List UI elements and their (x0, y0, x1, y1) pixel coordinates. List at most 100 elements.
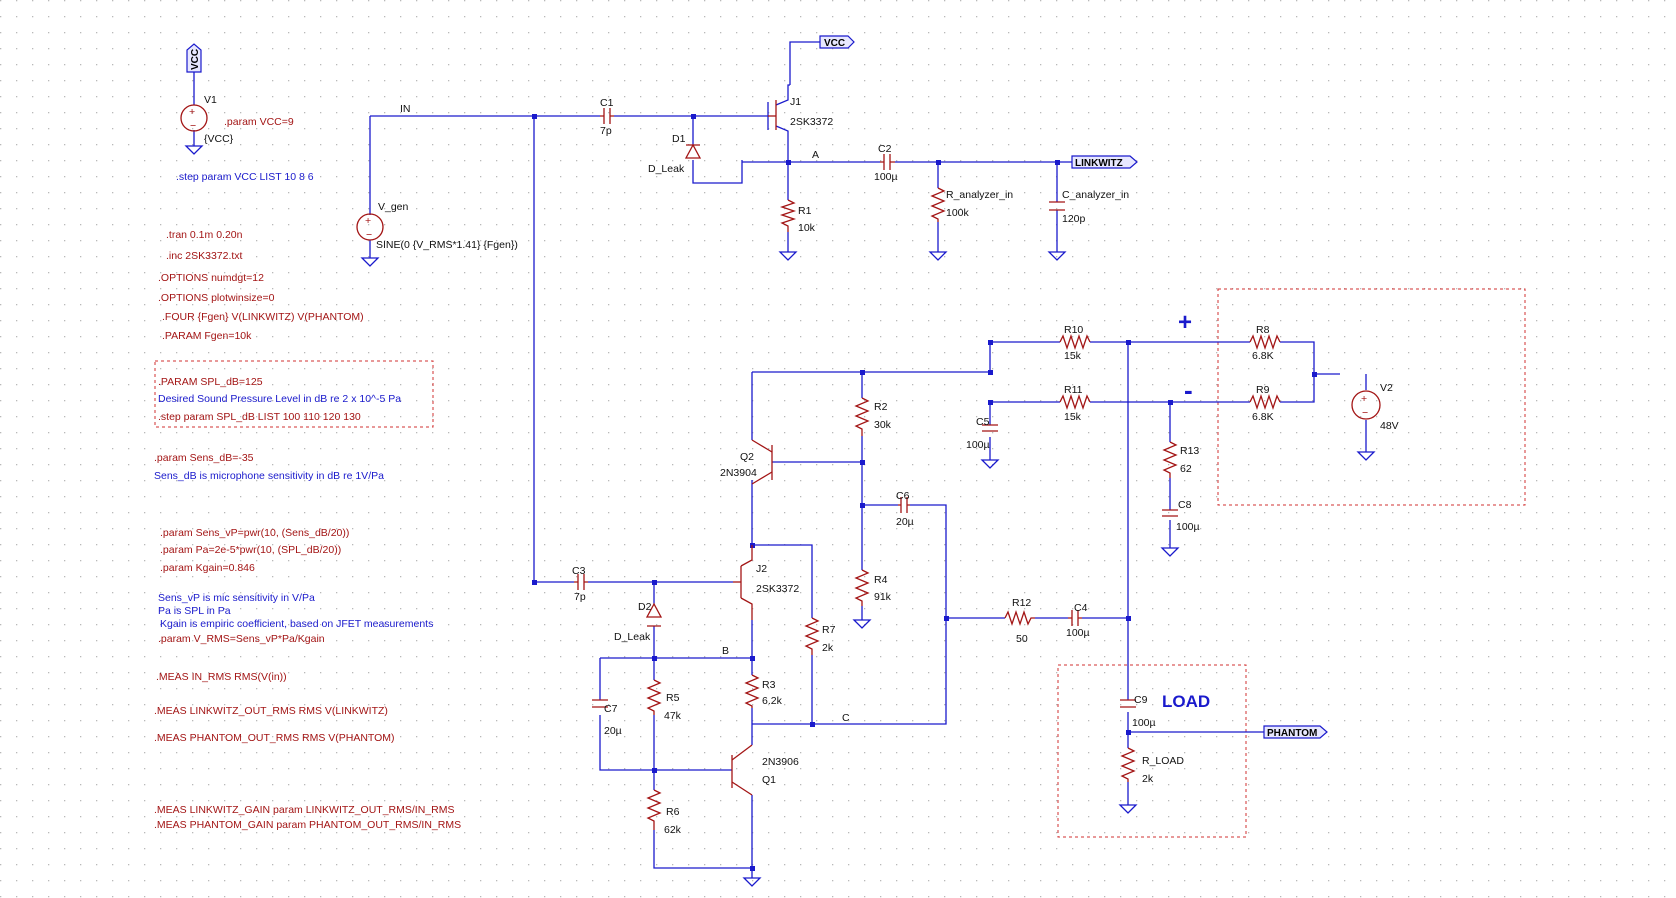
directive-opt-numdgt: .OPTIONS numdgt=12 (158, 272, 264, 284)
vcc-top-label: VCC (824, 38, 845, 49)
svg-text:−: − (1362, 407, 1368, 419)
directive-opt-plotwinsize: .OPTIONS plotwinsize=0 (158, 292, 275, 304)
q1-name: Q1 (762, 774, 776, 786)
directive-meas-phantom-out: .MEAS PHANTOM_OUT_RMS RMS V(PHANTOM) (154, 732, 395, 744)
c4-value: 100µ (1066, 627, 1090, 639)
spl-directive-box (154, 360, 434, 428)
r7-value: 2k (822, 642, 834, 654)
r4-value: 91k (874, 591, 892, 603)
directive-param-spl: .PARAM SPL_dB=125 (158, 376, 263, 388)
r6-value: 62k (664, 824, 682, 836)
capacitor-symbols (574, 108, 1178, 708)
linkwitz-flag: LINKWITZ (1071, 155, 1138, 169)
r13-value: 62 (1180, 463, 1192, 475)
c5-value: 100µ (966, 439, 990, 451)
q2-value: 2N3904 (720, 467, 757, 479)
r1-name: R1 (798, 205, 812, 217)
r2-value: 30k (874, 419, 892, 431)
directive-param-sens: .param Sens_dB=-35 (154, 452, 254, 464)
c9-name: C9 (1134, 694, 1148, 706)
vgen-value: SINE(0 {V_RMS*1.41} {Fgen}) (376, 239, 518, 251)
junction-dots (532, 114, 1317, 871)
r6-name: R6 (666, 806, 680, 818)
r5-name: R5 (666, 692, 680, 704)
svg-text:+: + (1361, 393, 1367, 405)
r1-value: 10k (798, 222, 816, 234)
r11-name: R11 (1064, 384, 1083, 396)
v2-source[interactable]: + − (1351, 390, 1381, 420)
svg-text:−: − (190, 120, 196, 132)
minus-annotation: - (1184, 375, 1193, 405)
directive-param-kgain: .param Kgain=0.846 (160, 562, 255, 574)
j1-name: J1 (790, 96, 801, 108)
svg-text:+: + (189, 106, 195, 118)
vgen-source[interactable]: + − (356, 213, 384, 241)
r9-name: R9 (1256, 384, 1270, 396)
c3-name: C3 (572, 565, 586, 577)
v1-source[interactable]: + − (180, 104, 208, 132)
r-load-name: R_LOAD (1142, 755, 1184, 767)
directive-four: .FOUR {Fgen} V(LINKWITZ) V(PHANTOM) (162, 311, 364, 323)
r12-name: R12 (1012, 597, 1031, 609)
c-analyzer-value: 120p (1062, 213, 1086, 225)
comment-kgain: Kgain is empiric coefficient, based on J… (160, 618, 433, 630)
c8-name: C8 (1178, 499, 1192, 511)
v1-value: {VCC} (204, 133, 234, 145)
r3-name: R3 (762, 679, 776, 691)
d2-value: D_Leak (614, 631, 651, 643)
net-b-label: B (722, 645, 729, 657)
directive-param-vrms: .param V_RMS=Sens_vP*Pa/Kgain (158, 633, 325, 645)
vcc-supply-label: VCC (190, 49, 201, 70)
d2-name: D2 (638, 601, 652, 613)
net-a-label: A (812, 149, 819, 161)
v1-name: V1 (204, 94, 217, 106)
c-analyzer-name: C_analyzer_in (1062, 189, 1129, 201)
comment-sens-vp: Sens_vP is mic sensitivity in V/Pa (158, 592, 315, 604)
r10-value: 15k (1064, 350, 1082, 362)
r2-name: R2 (874, 401, 888, 413)
bjt-symbols (731, 439, 773, 796)
c6-name: C6 (896, 490, 910, 502)
q2-name: Q2 (740, 451, 754, 463)
r8-value: 6.8K (1252, 350, 1274, 362)
r11-value: 15k (1064, 411, 1082, 423)
directive-meas-linkwitz-gain: .MEAS LINKWITZ_GAIN param LINKWITZ_OUT_R… (154, 804, 454, 816)
directive-param-pa: .param Pa=2e-5*pwr(10, (SPL_dB/20)) (160, 544, 341, 556)
r-analyzer-name: R_analyzer_in (946, 189, 1013, 201)
resistor-symbols (646, 187, 1281, 830)
c2-value: 100µ (874, 171, 898, 183)
directive-param-fgen: .PARAM Fgen=10k (162, 330, 252, 342)
c7-value: 20µ (604, 725, 622, 737)
v2-name: V2 (1380, 382, 1393, 394)
directive-param-vcc: .param VCC=9 (224, 116, 294, 128)
wires (193, 41, 1367, 878)
load-annotation: LOAD (1162, 692, 1210, 711)
component-labels: V1 {VCC} V_gen SINE(0 {V_RMS*1.41} {Fgen… (204, 94, 1399, 836)
directive-step-spl: .step param SPL_dB LIST 100 110 120 130 (158, 411, 361, 423)
vgen-name: V_gen (378, 201, 409, 213)
diode-symbols (645, 143, 702, 627)
plus-annotation: + (1178, 309, 1192, 336)
c3-value: 7p (574, 591, 586, 603)
d1-name: D1 (672, 133, 686, 145)
directive-param-sens-vp: .param Sens_vP=pwr(10, (Sens_dB/20)) (160, 527, 349, 539)
r3-value: 6.2k (762, 695, 783, 707)
r-load-value: 2k (1142, 773, 1154, 785)
r-analyzer-value: 100k (946, 207, 970, 219)
phantom-label: PHANTOM (1267, 728, 1317, 739)
r12-value: 50 (1016, 633, 1028, 645)
r9-value: 6.8K (1252, 411, 1274, 423)
d1-value: D_Leak (648, 163, 685, 175)
v2-value: 48V (1380, 420, 1399, 432)
directive-inc: .inc 2SK3372.txt (166, 250, 243, 262)
spice-directives[interactable]: .param VCC=9 .step param VCC LIST 10 8 6… (154, 116, 461, 831)
directive-meas-phantom-gain: .MEAS PHANTOM_GAIN param PHANTOM_OUT_RMS… (154, 819, 461, 831)
j2-value: 2SK3372 (756, 583, 799, 595)
c8-value: 100µ (1176, 521, 1200, 533)
c5-name: C5 (976, 416, 990, 428)
vcc-supply-flag: VCC (186, 43, 202, 73)
c4-name: C4 (1074, 602, 1088, 614)
directive-meas-linkwitz-out: .MEAS LINKWITZ_OUT_RMS RMS V(LINKWITZ) (154, 705, 388, 717)
c6-value: 20µ (896, 516, 914, 528)
